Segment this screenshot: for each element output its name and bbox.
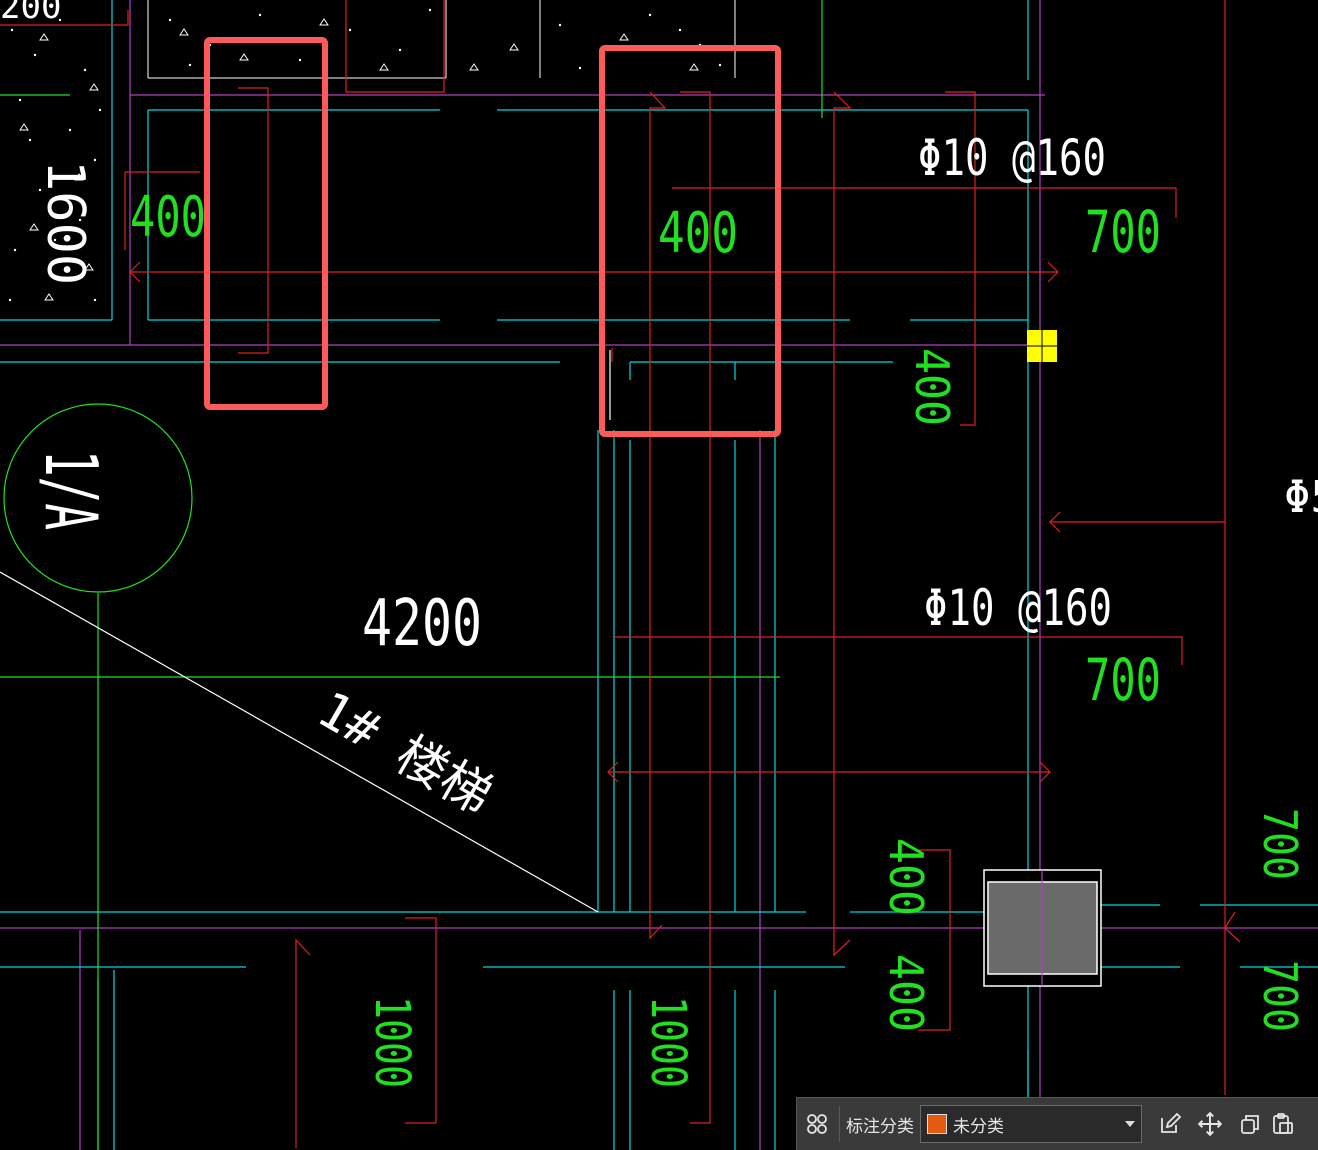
edit-button[interactable] (1150, 1104, 1190, 1144)
move-button[interactable] (1190, 1104, 1230, 1144)
paste-icon (1273, 1113, 1293, 1134)
dim-400-left: 400 (130, 185, 206, 250)
category-select[interactable]: 未分类 (920, 1105, 1142, 1143)
annotation-toolbar: 标注分类 未分类 (796, 1097, 1318, 1150)
rebar-label-edge: Φ5 (1284, 472, 1318, 523)
rebar-label-mid: Φ10 @160 (924, 579, 1112, 637)
edit-icon (1161, 1112, 1182, 1133)
annotation-box-center[interactable] (599, 45, 781, 437)
dim-4200: 4200 (362, 587, 482, 661)
dim-700-top: 700 (1085, 198, 1161, 266)
annotation-box-left[interactable] (204, 37, 328, 410)
copy-icon (1241, 1115, 1259, 1134)
red-rebar-lines (0, 0, 1241, 1148)
stair-label: 1# 楼梯 (308, 680, 502, 825)
rebar-label-top: Φ10 @160 (918, 129, 1106, 187)
category-label: 标注分类 (846, 1116, 914, 1137)
dim-1600: 1600 (35, 160, 95, 285)
dim-400-center: 400 (658, 201, 738, 266)
category-value: 未分类 (953, 1116, 1004, 1137)
selection-grip[interactable] (1027, 330, 1057, 362)
chevron-down-icon (1125, 1121, 1135, 1127)
green-axis-lines (0, 0, 823, 1150)
annotation-boxes[interactable] (204, 37, 781, 437)
white-lines (0, 350, 611, 913)
dim-700-mid: 700 (1085, 646, 1161, 714)
grid-button[interactable] (797, 1104, 837, 1144)
paste-button[interactable] (1270, 1104, 1296, 1144)
category-color-swatch (927, 1114, 947, 1134)
concrete-hatch-left (0, 0, 113, 321)
dim-400-low2: 400 (879, 954, 933, 1032)
cad-texts: 200 1600 400 400 700 700 Φ10 @160 Φ10 @1… (0, 0, 1318, 1088)
column-block[interactable] (983, 869, 1102, 987)
toolbar-divider (839, 1106, 840, 1142)
dim-1000-a: 1000 (364, 996, 420, 1088)
dim-400-right: 400 (905, 348, 959, 426)
dim-200: 200 (0, 0, 61, 27)
grid-icon (807, 1114, 827, 1134)
dim-700-far-top: 700 (1253, 808, 1307, 880)
copy-button[interactable] (1230, 1104, 1270, 1144)
dim-700-far-bottom: 700 (1253, 960, 1307, 1032)
move-icon (1197, 1111, 1223, 1137)
dim-400-low1: 400 (879, 838, 933, 916)
dim-1000-b: 1000 (640, 996, 696, 1088)
axis-bubble-label: 1/A (29, 450, 113, 530)
